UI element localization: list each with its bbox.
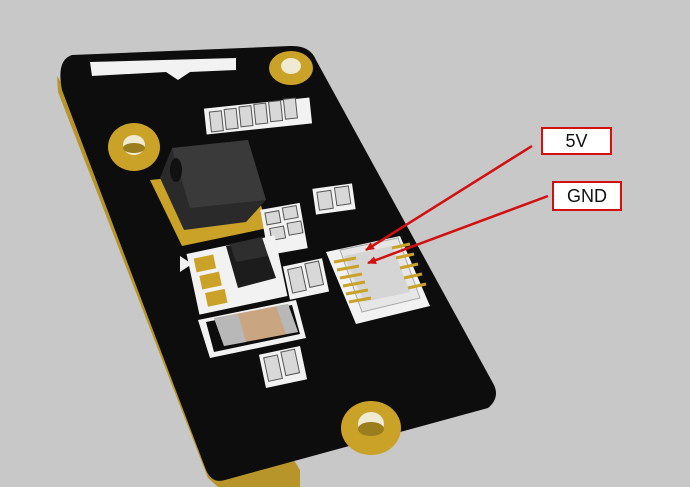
arrow-gnd bbox=[367, 194, 549, 265]
mounting-hole-top-left bbox=[108, 123, 160, 171]
pin1-marker bbox=[180, 256, 192, 272]
regulator-ic bbox=[186, 235, 288, 315]
capacitor-pair-bottom bbox=[258, 346, 308, 388]
mounting-hole-bottom bbox=[341, 401, 401, 455]
board-slot bbox=[90, 58, 236, 80]
fpc-connector bbox=[326, 236, 430, 324]
capacitor-pair-right bbox=[282, 258, 330, 300]
capacitor-pair-top bbox=[312, 183, 356, 215]
inductor bbox=[150, 140, 268, 246]
arrow-5v bbox=[365, 144, 533, 252]
resistor-array-top bbox=[203, 97, 313, 135]
mounting-hole-top-right bbox=[269, 51, 313, 85]
label-gnd: GND bbox=[552, 181, 622, 211]
tantalum-capacitor bbox=[198, 300, 306, 358]
label-5v: 5V bbox=[541, 127, 612, 155]
